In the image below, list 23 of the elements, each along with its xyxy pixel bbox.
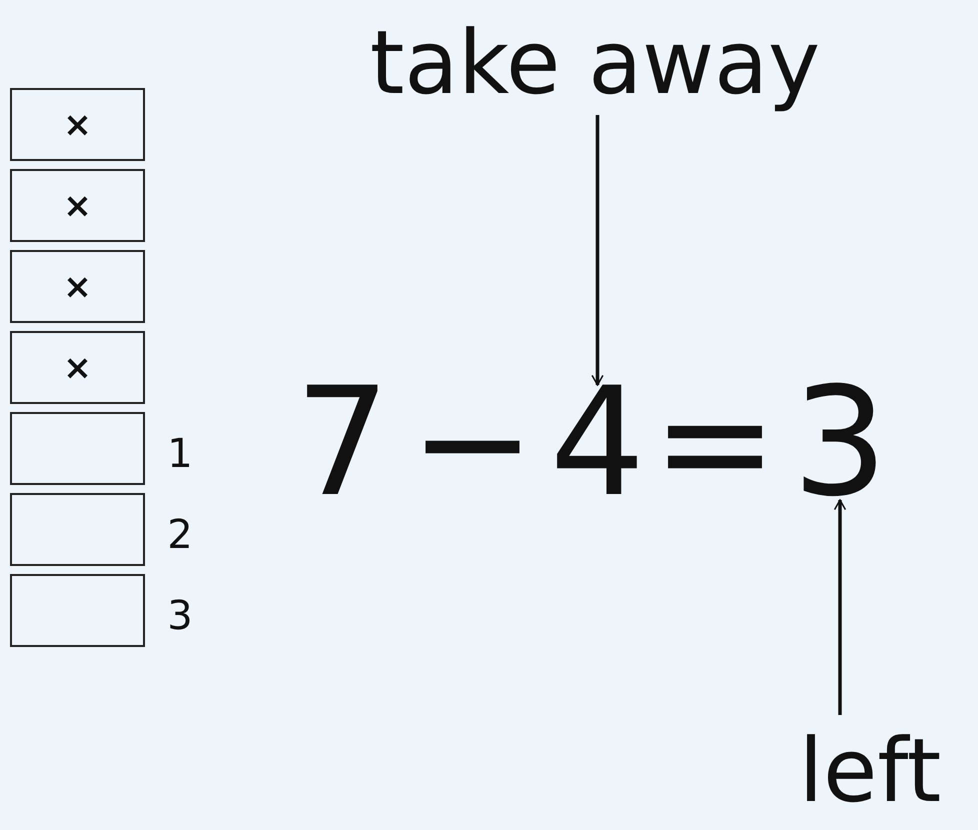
equation-symbol: −: [425, 385, 520, 500]
word-label: 3: [790, 385, 890, 500]
arrow: [591, 115, 604, 386]
equation-symbol: 7: [305, 385, 380, 500]
tally-box: [10, 88, 145, 161]
word-label: 4: [545, 385, 650, 500]
cross-mark: ×: [63, 348, 92, 388]
equation-symbol: =: [665, 385, 765, 500]
word-label: take away: [300, 10, 890, 115]
tally-box: [10, 331, 145, 404]
count-number: 1: [166, 430, 194, 478]
tally-box: [10, 412, 145, 485]
arrow: [834, 499, 846, 715]
tally-box: [10, 493, 145, 566]
cross-mark: ×: [63, 104, 92, 144]
tally-box: [10, 169, 145, 242]
cross-mark: ×: [63, 186, 92, 226]
count-number: 3: [166, 592, 194, 640]
tally-box: [10, 250, 145, 323]
tally-box: [10, 574, 145, 647]
count-number: 2: [166, 510, 194, 560]
word-label: left: [770, 715, 970, 825]
cross-mark: ×: [63, 266, 92, 306]
